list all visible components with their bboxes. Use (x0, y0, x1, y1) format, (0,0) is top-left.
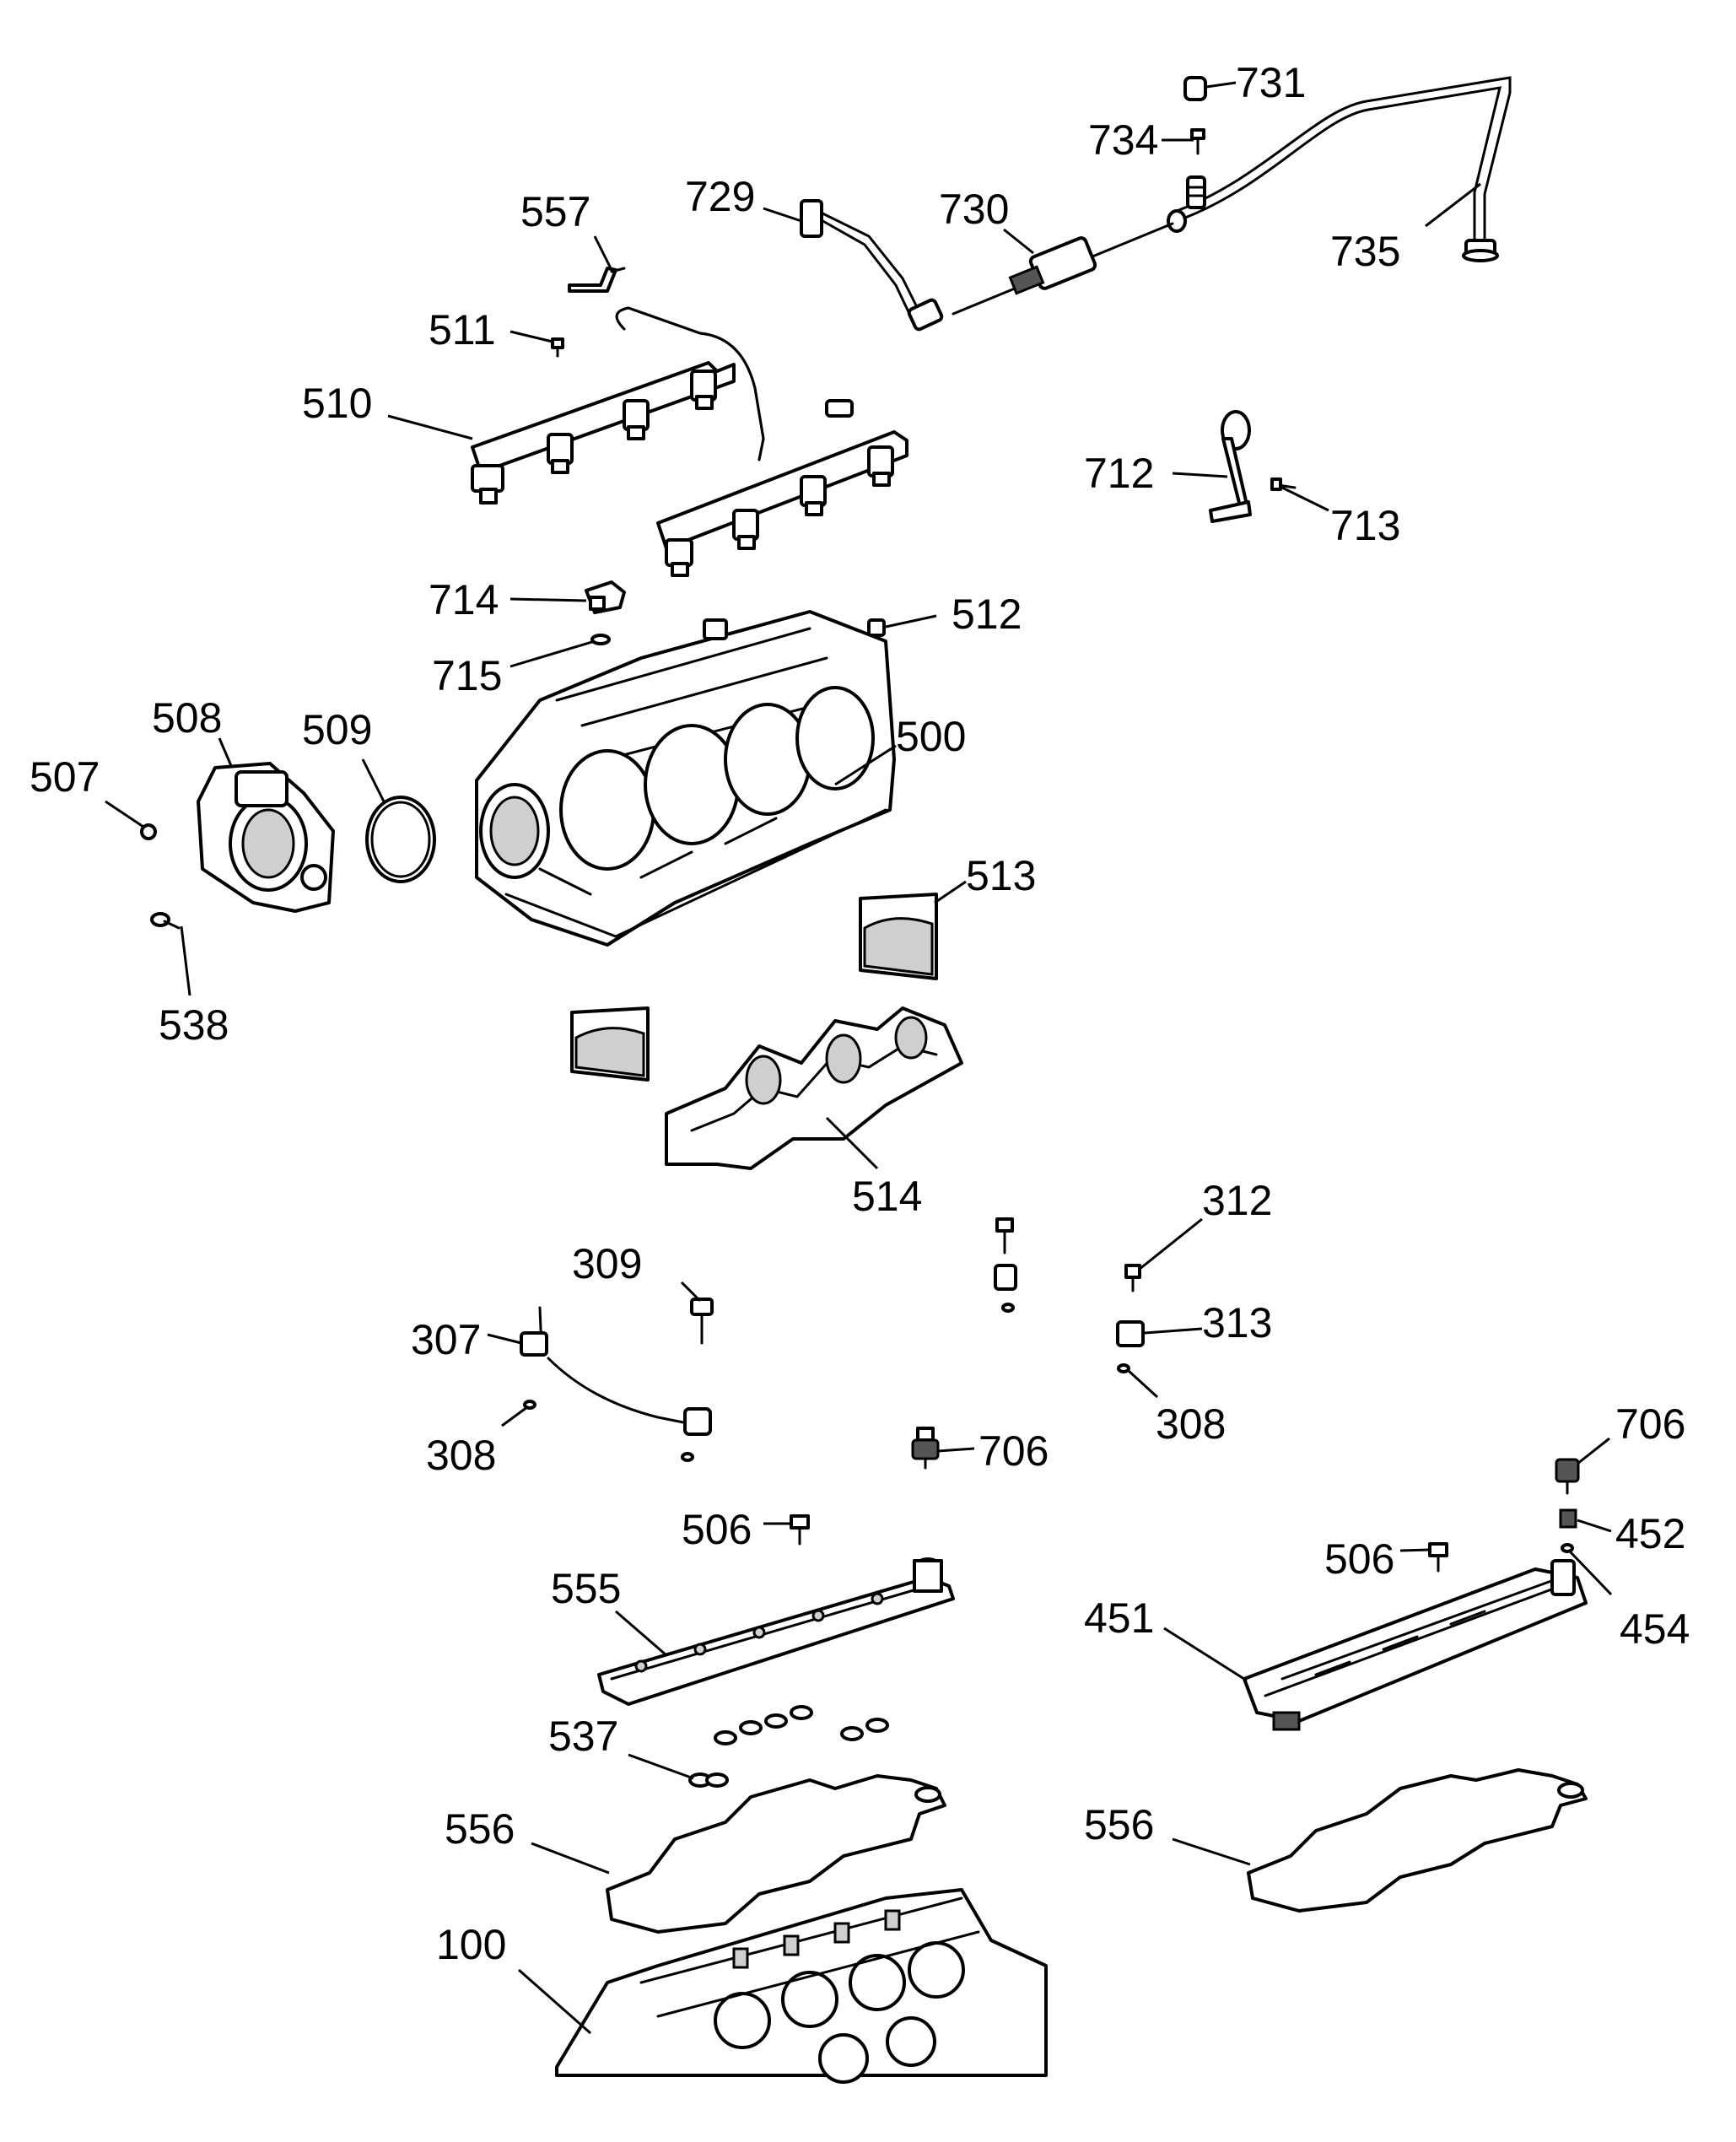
callout-507: 507 (30, 753, 100, 801)
part-715-seal (590, 634, 611, 645)
callout-712: 712 (1084, 450, 1154, 497)
callout-706-center: 706 (979, 1427, 1049, 1475)
part-514-intake-gasket (665, 1006, 963, 1170)
part-452-screen (1559, 1508, 1577, 1529)
callout-312: 312 (1202, 1177, 1272, 1224)
callout-506-right: 506 (1324, 1535, 1394, 1583)
part-506-bolt-center (790, 1514, 810, 1546)
callout-500: 500 (896, 713, 966, 760)
part-312-bolt (1124, 1264, 1141, 1292)
callout-313: 313 (1202, 1299, 1272, 1346)
part-507-nut (140, 823, 157, 840)
callout-729: 729 (685, 173, 755, 220)
callout-734: 734 (1088, 116, 1158, 164)
part-500-intake-manifold (475, 610, 896, 947)
part-508-throttle-body (197, 762, 335, 913)
part-714-sensor (585, 580, 626, 614)
part-556-gasket-right (1247, 1768, 1588, 1913)
callout-512: 512 (952, 591, 1022, 638)
callout-556-right: 556 (1084, 1801, 1154, 1848)
part-731-cap (1183, 76, 1207, 101)
callout-556-left: 556 (445, 1805, 515, 1853)
part-706-sensor-center (911, 1427, 940, 1470)
callout-510: 510 (302, 380, 372, 427)
part-313-sensor (1116, 1320, 1145, 1347)
callout-706-right: 706 (1615, 1400, 1685, 1448)
callout-506-center: 506 (682, 1506, 752, 1553)
part-308-seal-left (523, 1400, 536, 1410)
callout-555: 555 (551, 1565, 621, 1612)
part-706-sensor-right (1555, 1458, 1580, 1495)
callout-454: 454 (1620, 1605, 1690, 1653)
part-713-bolt (1270, 477, 1297, 491)
part-510-fuel-rail (471, 306, 908, 577)
callout-714: 714 (429, 576, 499, 623)
part-308-seal-right (1117, 1363, 1130, 1373)
callout-100: 100 (436, 1921, 506, 1968)
part-734-valve (1190, 128, 1205, 155)
callout-730: 730 (939, 186, 1009, 233)
callout-451: 451 (1084, 1594, 1154, 1642)
part-537-seals (688, 1705, 889, 1788)
part-509-gasket (365, 796, 436, 883)
leader-lines (105, 81, 1613, 2035)
callout-307: 307 (411, 1316, 481, 1363)
callout-452: 452 (1615, 1510, 1685, 1557)
callout-713: 713 (1330, 502, 1400, 549)
callout-309: 309 (572, 1240, 642, 1287)
part-729-fuel-line (800, 199, 944, 332)
part-center-bolt (994, 1217, 1017, 1313)
callout-731: 731 (1236, 59, 1306, 106)
part-513-cover-upper (859, 893, 938, 980)
callout-513: 513 (966, 852, 1036, 899)
callout-509: 509 (302, 706, 372, 753)
part-735-fuel-pipe (1167, 76, 1512, 262)
part-712-bracket (1209, 410, 1252, 523)
part-556-gasket-left (606, 1774, 946, 1934)
part-538-bolt (150, 912, 181, 930)
part-454-seal (1561, 1543, 1574, 1553)
callout-715: 715 (432, 652, 502, 699)
callout-538: 538 (159, 1001, 229, 1049)
callout-537: 537 (548, 1713, 618, 1760)
part-555-valley-cover (597, 1557, 955, 1706)
part-730-connector (952, 222, 1174, 316)
part-309-bolt (690, 1298, 714, 1345)
part-513-cover-lower (570, 1006, 650, 1082)
callout-308-left: 308 (426, 1432, 496, 1479)
callout-labels: 731 734 729 730 735 557 511 510 712 713 … (30, 59, 1690, 1968)
part-511-bolt (551, 337, 564, 358)
part-307-harness (520, 1306, 712, 1462)
callout-514: 514 (852, 1173, 922, 1220)
callout-511: 511 (429, 306, 496, 353)
part-100-engine-block (555, 1888, 1048, 2084)
part-557-bracket (568, 267, 626, 293)
callout-557: 557 (520, 188, 590, 235)
callout-735: 735 (1330, 228, 1400, 275)
part-506-bolt-right (1428, 1542, 1448, 1573)
callout-508: 508 (152, 694, 222, 742)
callout-308-right: 308 (1156, 1400, 1226, 1448)
part-451-oil-manifold (1243, 1559, 1588, 1731)
